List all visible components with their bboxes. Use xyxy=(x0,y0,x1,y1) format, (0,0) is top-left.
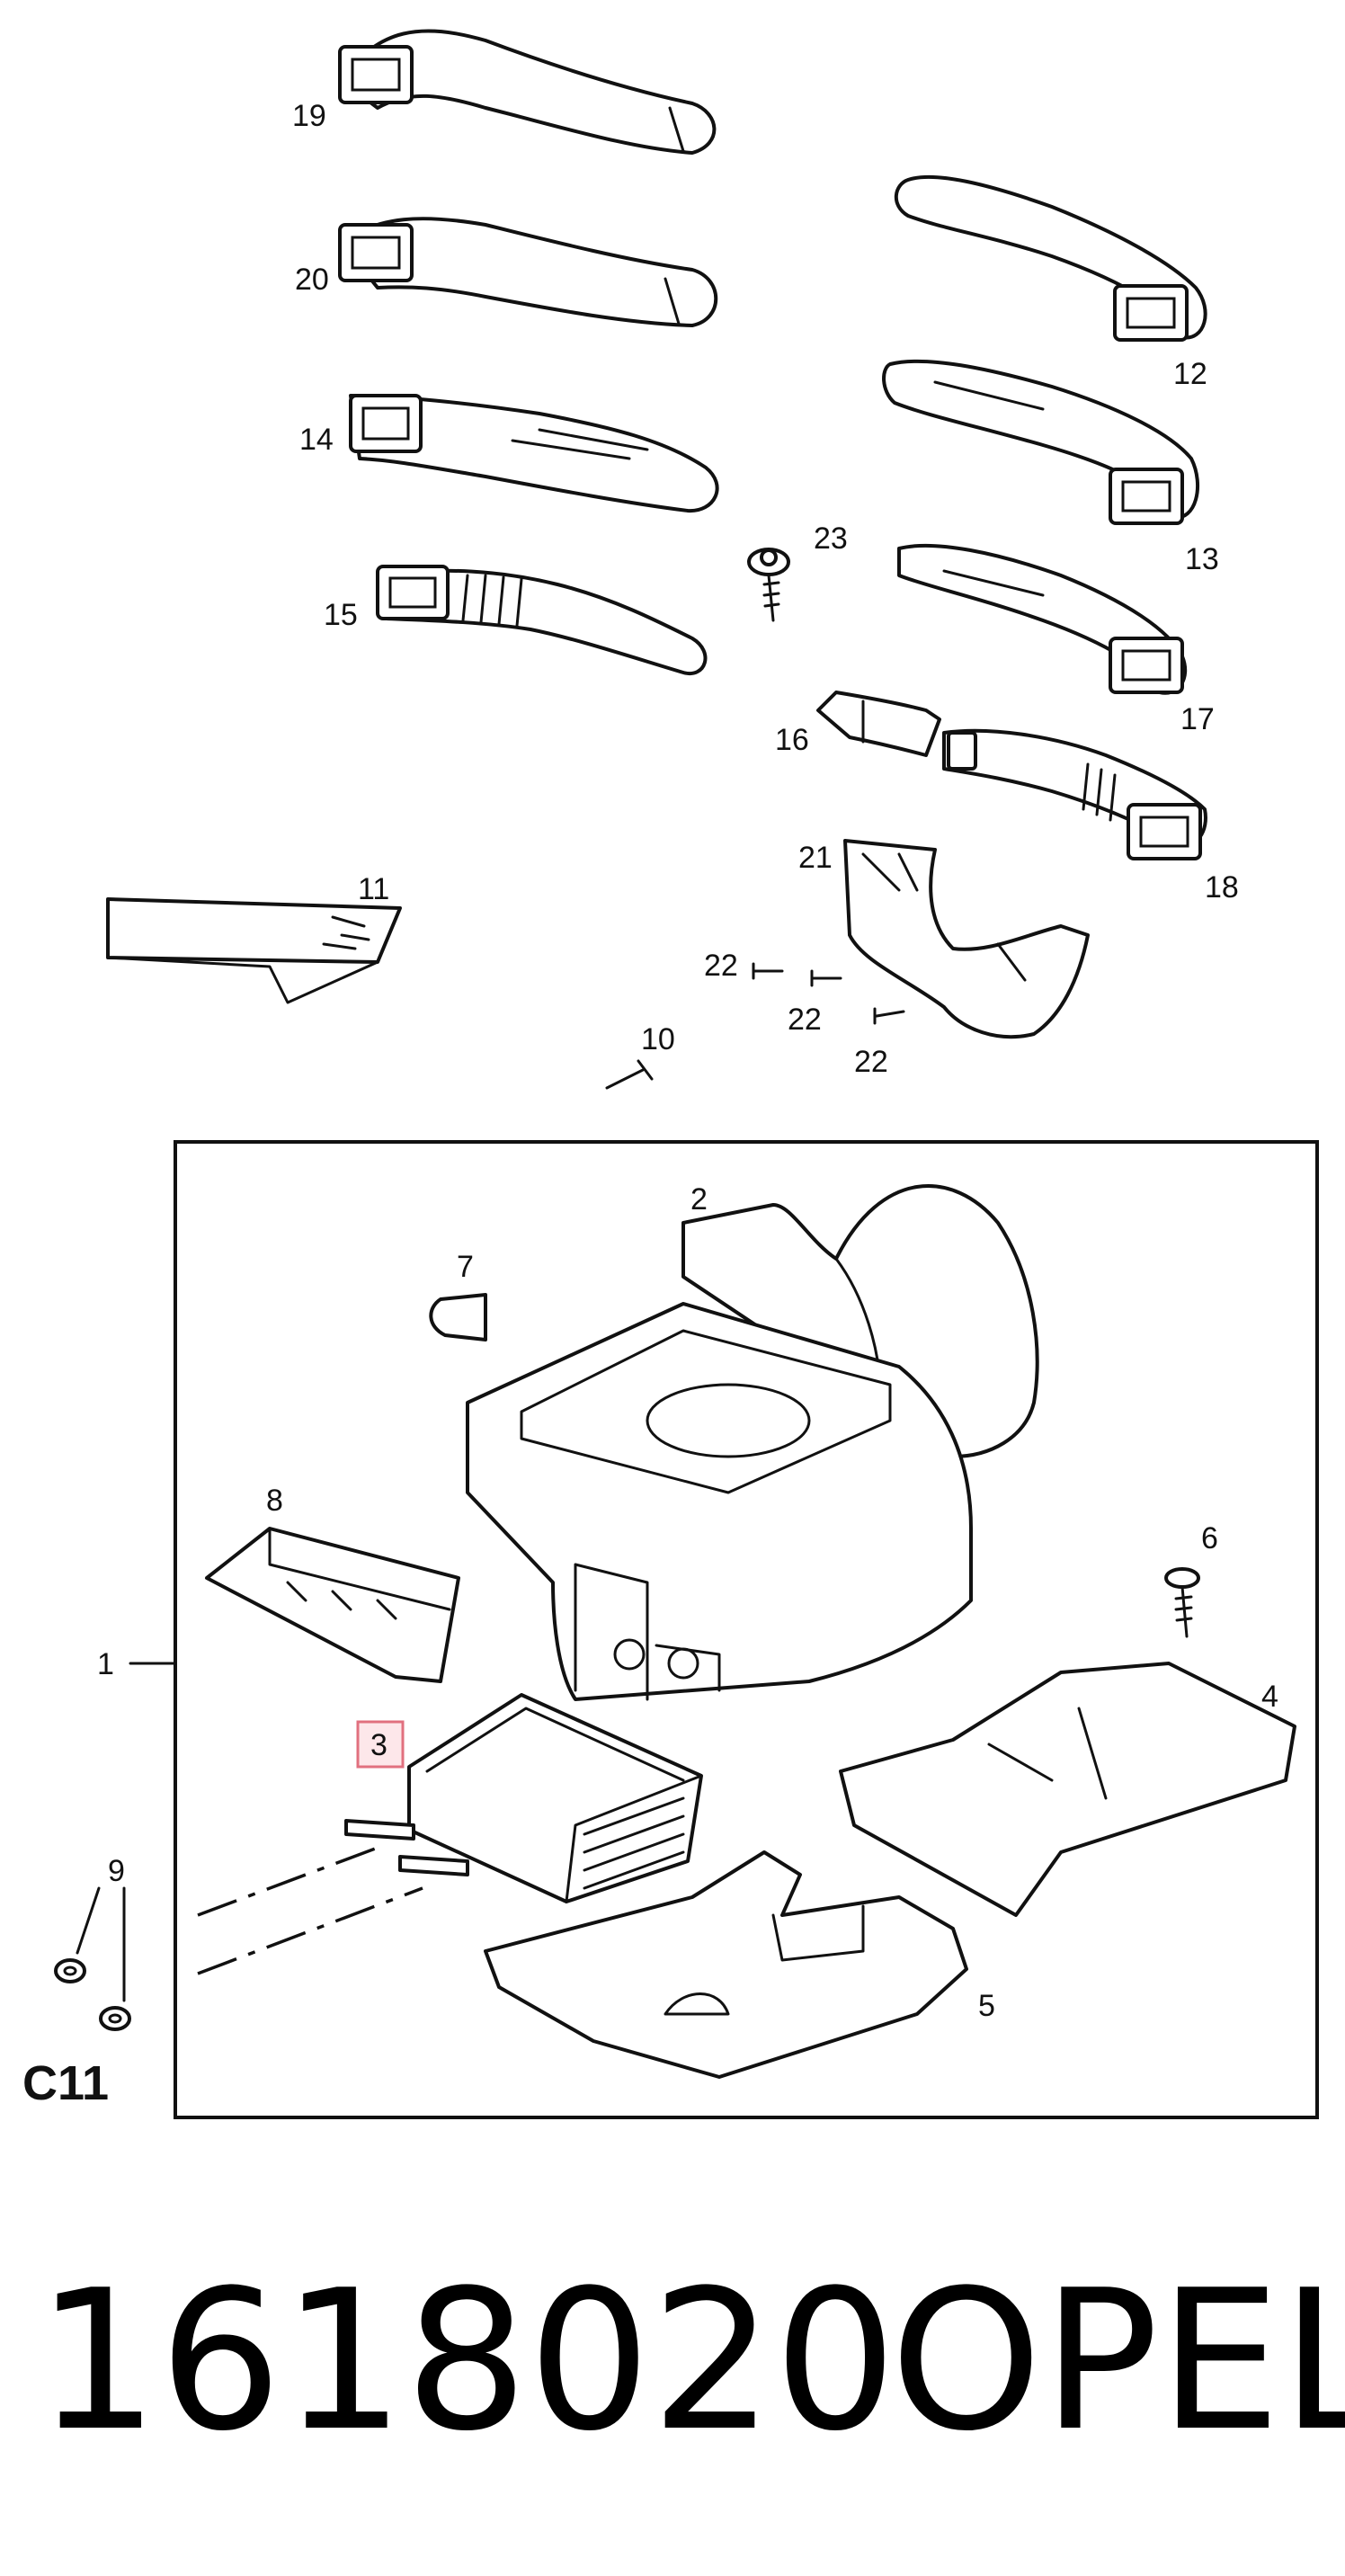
callout-17: 17 xyxy=(1180,702,1215,736)
callout-18: 18 xyxy=(1205,870,1239,905)
assembly-frame xyxy=(174,1140,1319,2119)
callout-12: 12 xyxy=(1173,357,1207,391)
screw-22a[interactable] xyxy=(752,962,784,980)
callout-9: 9 xyxy=(108,1854,125,1888)
screw-22b[interactable] xyxy=(810,969,842,987)
duct-14[interactable] xyxy=(349,394,719,513)
callout-22c: 22 xyxy=(854,1045,888,1079)
callout-14: 14 xyxy=(299,423,334,457)
callout-21: 21 xyxy=(798,841,833,875)
alignment-line-a xyxy=(197,1846,379,1917)
part-number: 1618020 xyxy=(36,2248,897,2473)
screw-6[interactable] xyxy=(1164,1567,1200,1638)
callout-4: 4 xyxy=(1261,1680,1278,1714)
duct-12[interactable] xyxy=(894,174,1207,342)
duct-20[interactable] xyxy=(338,217,718,327)
callout-8: 8 xyxy=(266,1484,283,1518)
brand-name: OPEL xyxy=(890,2248,1345,2473)
callout-6: 6 xyxy=(1201,1521,1218,1555)
bolt-10[interactable] xyxy=(605,1059,654,1090)
callout-2: 2 xyxy=(690,1182,708,1217)
heater-core-3[interactable] xyxy=(344,1693,703,1903)
leader-9 xyxy=(76,1886,126,2002)
cover-4[interactable] xyxy=(839,1662,1296,1917)
clip-7[interactable] xyxy=(429,1293,487,1341)
callout-5: 5 xyxy=(978,1989,995,2023)
trim-panel-11[interactable] xyxy=(106,897,402,1004)
duct-19[interactable] xyxy=(338,29,717,155)
vent-grille-8[interactable] xyxy=(205,1527,460,1683)
callout-19: 19 xyxy=(292,99,326,133)
duct-13[interactable] xyxy=(882,359,1199,525)
callout-23: 23 xyxy=(814,521,848,556)
highlight-box-3 xyxy=(356,1720,405,1769)
duct-16[interactable] xyxy=(816,691,941,757)
cover-5[interactable] xyxy=(484,1850,968,2079)
nut-9b[interactable] xyxy=(99,2006,131,2031)
nut-9a[interactable] xyxy=(54,1958,86,1983)
section-code: C11 xyxy=(22,2056,109,2110)
callout-15: 15 xyxy=(324,598,358,632)
callout-22a: 22 xyxy=(704,949,738,983)
alignment-line-b xyxy=(197,1886,423,1975)
callout-13: 13 xyxy=(1185,542,1219,576)
duct-15[interactable] xyxy=(376,565,708,676)
callout-22b: 22 xyxy=(788,1003,822,1037)
heater-housing[interactable] xyxy=(466,1302,973,1701)
duct-18[interactable] xyxy=(942,728,1207,860)
screw-23[interactable] xyxy=(747,548,790,622)
callout-10: 10 xyxy=(641,1022,675,1056)
callout-20: 20 xyxy=(295,263,329,297)
duct-21[interactable] xyxy=(843,839,1090,1039)
callout-11: 11 xyxy=(358,872,389,906)
callout-16: 16 xyxy=(775,723,809,757)
callout-1: 1 xyxy=(97,1647,114,1681)
callout-7: 7 xyxy=(457,1250,474,1284)
screw-22c[interactable] xyxy=(873,1007,905,1025)
duct-17[interactable] xyxy=(897,543,1188,695)
callout-3[interactable]: 3 xyxy=(370,1728,387,1762)
